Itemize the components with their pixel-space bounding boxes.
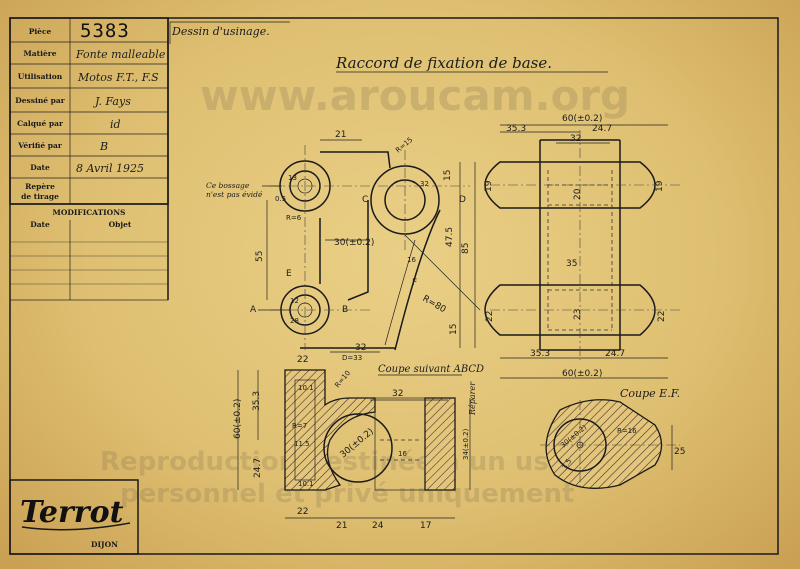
dim-24: 24 <box>372 521 384 531</box>
brand-block: Terrot DIJON <box>9 479 139 555</box>
dim-r16: R=16 <box>617 427 637 435</box>
dim-101-bottom: 10.1 <box>298 480 314 488</box>
dim-15-top: 15 <box>443 170 453 181</box>
note-reparer: Réparer <box>468 381 477 416</box>
dim-353-top: 35.3 <box>506 124 526 134</box>
section-ef: Coupe E.F. 30(±0.2) R=16 3.5 25 <box>540 387 685 490</box>
brand-logo: Terrot <box>20 495 124 530</box>
watermark-line1: Reproduction destinée à un usage <box>100 447 603 477</box>
dim-d33: D=33 <box>342 354 362 362</box>
dim-247-top: 24.7 <box>592 124 612 134</box>
dim-r7: R=7 <box>292 422 307 430</box>
brand-city: DIJON <box>91 540 118 549</box>
dim-12: 12 <box>290 297 299 305</box>
dim-55: 55 <box>255 251 265 262</box>
dim-475: 47.5 <box>445 227 455 247</box>
label-utilisation: Utilisation <box>18 72 63 81</box>
modifications-table: MODIFICATIONS Date Objet <box>9 203 169 301</box>
dim-115: 11.5 <box>294 440 310 448</box>
dim-32-front: 32 <box>355 343 366 353</box>
letter-b: B <box>342 305 348 315</box>
drawing-type: Dessin d'usinage. <box>171 25 270 38</box>
label-piece: Pièce <box>29 27 52 36</box>
dim-20: 20 <box>573 188 583 200</box>
title-block: Pièce Matière Utilisation Dessiné par Ca… <box>9 17 169 205</box>
value-matiere: Fonte malleable <box>75 48 166 61</box>
letter-c: C <box>362 195 368 205</box>
dim-35: 35 <box>566 259 577 269</box>
label-verifie: Vérifié par <box>17 141 63 150</box>
dim-23: 23 <box>573 309 583 320</box>
dim-85: 85 <box>461 243 471 254</box>
letter-f: F <box>412 278 417 288</box>
dim-16: 16 <box>407 256 416 264</box>
dim-21: 21 <box>335 130 346 140</box>
dim-19-right: 19 <box>655 180 665 192</box>
modifications-objet-header: Objet <box>109 220 132 229</box>
dim-247-section: 24.7 <box>253 458 263 478</box>
dim-247-bottom: 24.7 <box>605 349 625 359</box>
label-repere-1: Repère <box>25 182 55 191</box>
value-date: 8 Avril 1925 <box>76 162 144 175</box>
value-utilisation: Motos F.T., F.S <box>77 71 159 84</box>
drawing-title: Raccord de fixation de base. <box>335 54 552 72</box>
dim-60-top: 60(±0.2) <box>562 114 602 124</box>
dim-60-bottom: 60(±0.2) <box>562 369 602 379</box>
dim-32-boss: 32 <box>420 180 429 188</box>
dim-22-section-top: 22 <box>297 355 308 365</box>
dim-28: 28 <box>290 317 299 325</box>
value-piece: 5383 <box>80 20 130 42</box>
front-view: 21 R=15 30(±0.2) 55 R=6 0.5 13 12 28 32 … <box>206 130 481 362</box>
dim-101-top: 10.1 <box>298 384 314 392</box>
dim-r6: R=6 <box>286 214 302 222</box>
dim-05: 0.5 <box>275 195 286 203</box>
value-calque: id <box>110 118 121 131</box>
value-dessine: J. Fays <box>93 95 131 108</box>
dim-16-section: 16 <box>398 450 407 458</box>
note-bossage-1: Ce bossage <box>206 181 250 190</box>
dim-25: 25 <box>674 447 685 457</box>
dim-r10: R=10 <box>333 369 352 389</box>
dim-22-left: 22 <box>485 311 495 322</box>
dim-22-right: 22 <box>657 311 667 322</box>
letter-d: D <box>459 195 466 205</box>
dim-13: 13 <box>288 174 297 182</box>
dim-21-section: 21 <box>336 521 347 531</box>
letter-e: E <box>286 269 292 279</box>
watermark-line2: personnel et privé uniquement <box>120 479 574 509</box>
label-date: Date <box>30 163 50 172</box>
dim-r15: R=15 <box>394 136 414 155</box>
letter-a: A <box>250 305 257 315</box>
modifications-date-header: Date <box>30 220 50 229</box>
top-view: 60(±0.2) 35.3 24.7 32 19 19 20 35 22 22 … <box>484 114 680 379</box>
dim-353-section: 35.3 <box>252 391 262 411</box>
dim-19-left: 19 <box>484 180 494 192</box>
dim-17: 17 <box>420 521 431 531</box>
note-bossage-2: n'est pas évidé <box>206 190 263 199</box>
label-calque: Calqué par <box>17 119 64 128</box>
label-dessine: Dessiné par <box>15 96 66 105</box>
dim-32-top: 32 <box>570 134 581 144</box>
watermark: www.aroucam.org Reproduction destinée à … <box>100 71 630 509</box>
dim-32-section: 32 <box>392 389 403 399</box>
dim-60-section: 60(±0.2) <box>233 399 243 439</box>
label-matiere: Matière <box>24 49 57 58</box>
dim-353-bottom: 35.3 <box>530 349 550 359</box>
dim-15-bottom: 15 <box>449 324 459 335</box>
watermark-url: www.aroucam.org <box>200 71 630 120</box>
label-repere-2: de tirage <box>21 192 59 201</box>
dim-r80: R=80 <box>421 294 448 315</box>
dim-34: 34(±0.2) <box>462 428 470 460</box>
label-coupe-ef: Coupe E.F. <box>620 387 680 400</box>
dim-22-section-bottom: 22 <box>297 507 308 517</box>
label-coupe-abcd: Coupe suivant ABCD <box>378 364 484 375</box>
modifications-heading: MODIFICATIONS <box>53 208 126 217</box>
value-verifie: B <box>99 140 108 153</box>
dim-30: 30(±0.2) <box>334 238 374 248</box>
